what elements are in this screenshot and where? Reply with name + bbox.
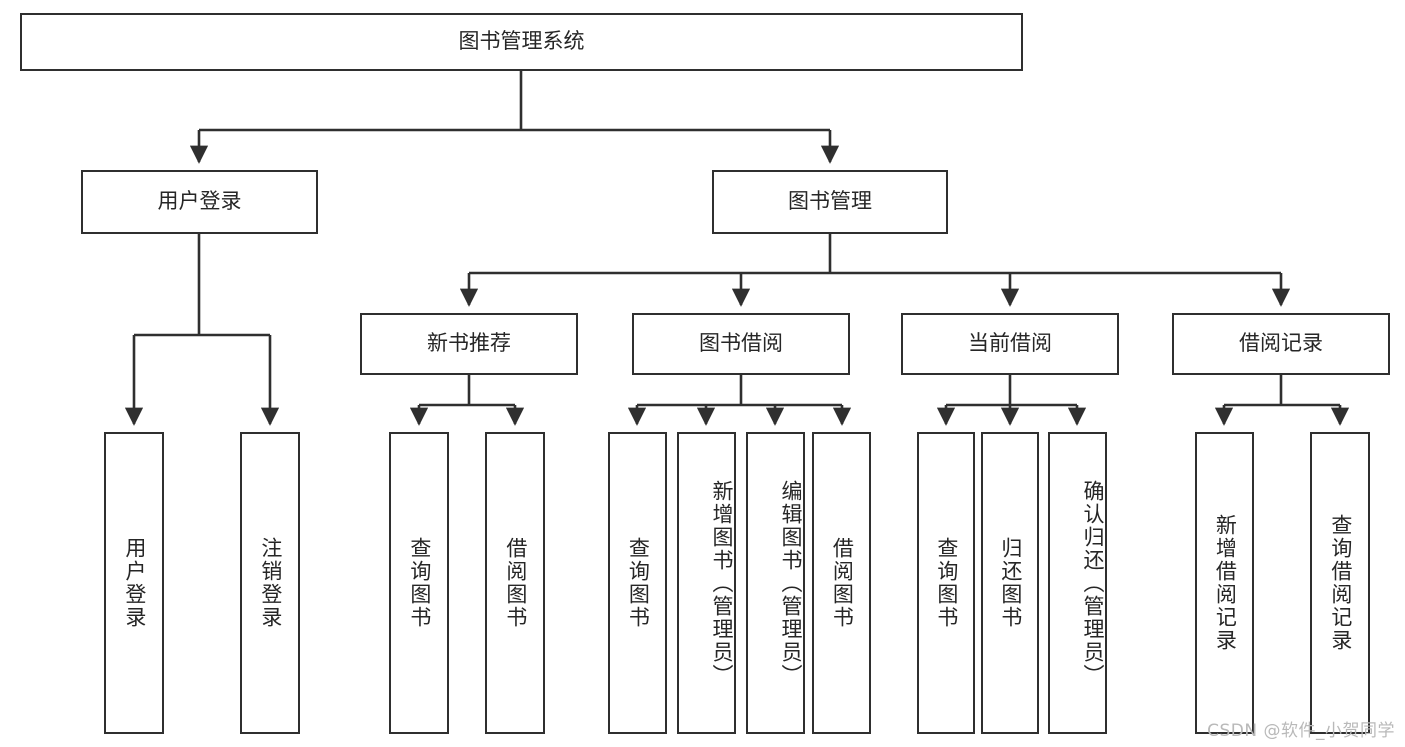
leaf-confirm-return-admin-label: 确认归还（管理员） xyxy=(1081,479,1105,687)
leaf-add-book-admin[interactable]: 新增图书（管理员） xyxy=(677,432,736,734)
leaf-borrow-book-label: 借阅图书 xyxy=(830,537,855,629)
leaf-query-book-borrow-label: 查询图书 xyxy=(626,537,651,629)
leaf-add-borrow-record-label: 新增借阅记录 xyxy=(1213,514,1238,652)
leaf-add-book-admin-label: 新增图书（管理员） xyxy=(710,479,734,687)
leaf-user-login-label: 用户登录 xyxy=(122,537,147,629)
node-root[interactable]: 图书管理系统 xyxy=(20,13,1023,71)
node-book-management-label: 图书管理 xyxy=(788,189,872,214)
node-book-borrow[interactable]: 图书借阅 xyxy=(632,313,850,375)
leaf-user-login[interactable]: 用户登录 xyxy=(104,432,164,734)
node-user-login[interactable]: 用户登录 xyxy=(81,170,318,234)
node-book-borrow-label: 图书借阅 xyxy=(699,331,783,356)
node-borrow-record[interactable]: 借阅记录 xyxy=(1172,313,1390,375)
leaf-logout[interactable]: 注销登录 xyxy=(240,432,300,734)
leaf-query-book-borrow[interactable]: 查询图书 xyxy=(608,432,667,734)
leaf-borrow-book-recommend[interactable]: 借阅图书 xyxy=(485,432,545,734)
leaf-query-book-recommend[interactable]: 查询图书 xyxy=(389,432,449,734)
leaf-logout-label: 注销登录 xyxy=(258,537,283,629)
node-current-borrow[interactable]: 当前借阅 xyxy=(901,313,1119,375)
node-user-login-label: 用户登录 xyxy=(157,189,242,214)
leaf-borrow-book-recommend-label: 借阅图书 xyxy=(503,537,528,629)
leaf-query-book-current[interactable]: 查询图书 xyxy=(917,432,975,734)
leaf-query-borrow-record-label: 查询借阅记录 xyxy=(1328,514,1353,652)
node-borrow-record-label: 借阅记录 xyxy=(1239,331,1323,356)
leaf-confirm-return-admin[interactable]: 确认归还（管理员） xyxy=(1048,432,1107,734)
node-new-book-recommend-label: 新书推荐 xyxy=(427,331,511,356)
node-root-label: 图书管理系统 xyxy=(458,29,585,54)
leaf-borrow-book[interactable]: 借阅图书 xyxy=(812,432,871,734)
leaf-edit-book-admin[interactable]: 编辑图书（管理员） xyxy=(746,432,805,734)
node-current-borrow-label: 当前借阅 xyxy=(968,331,1052,356)
node-book-management[interactable]: 图书管理 xyxy=(712,170,948,234)
leaf-query-book-current-label: 查询图书 xyxy=(934,537,959,629)
leaf-edit-book-admin-label: 编辑图书（管理员） xyxy=(779,479,803,687)
leaf-add-borrow-record[interactable]: 新增借阅记录 xyxy=(1195,432,1254,734)
leaf-query-book-recommend-label: 查询图书 xyxy=(407,537,432,629)
watermark: CSDN @软件_小贺同学 xyxy=(1207,721,1395,741)
leaf-query-borrow-record[interactable]: 查询借阅记录 xyxy=(1310,432,1370,734)
node-new-book-recommend[interactable]: 新书推荐 xyxy=(360,313,578,375)
leaf-return-book-label: 归还图书 xyxy=(998,537,1023,629)
leaf-return-book[interactable]: 归还图书 xyxy=(981,432,1039,734)
